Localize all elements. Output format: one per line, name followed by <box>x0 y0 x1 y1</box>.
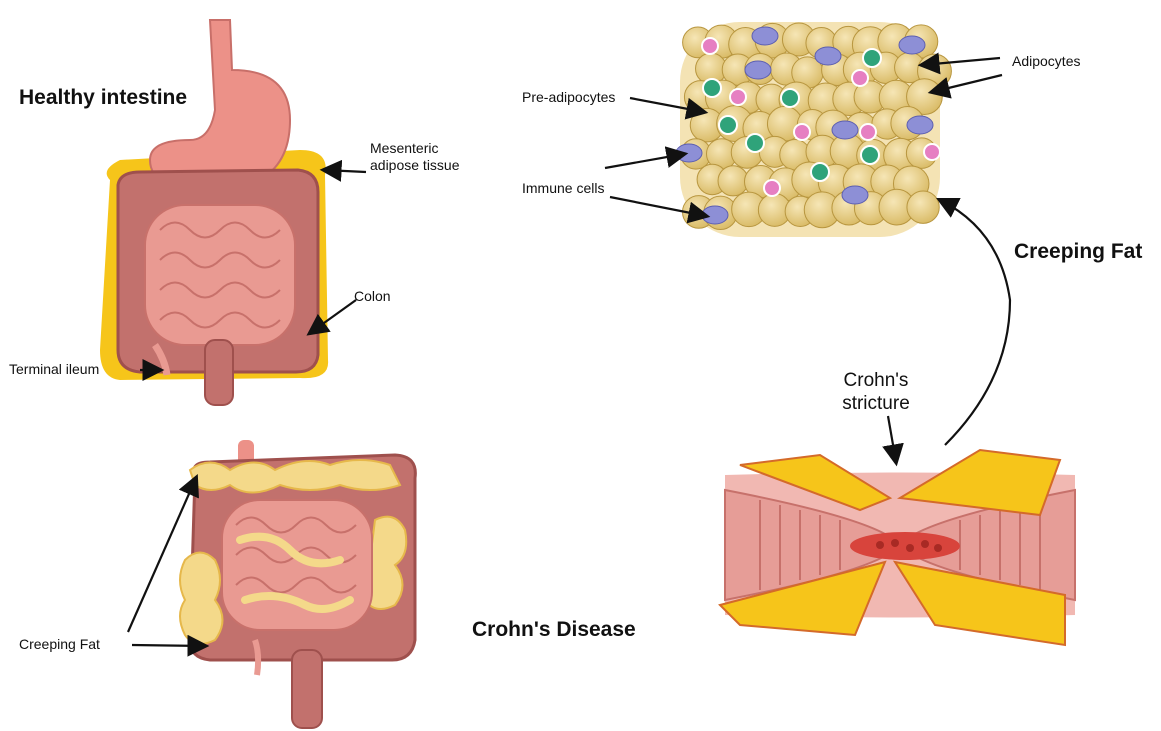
immune-cell <box>745 61 771 79</box>
creeping-fat-left-label: Creeping Fat <box>19 636 100 653</box>
immune-cell <box>702 38 718 54</box>
arrow-immune-1 <box>605 154 684 168</box>
immune-cell <box>860 124 876 140</box>
adipocyte-cell <box>718 166 748 196</box>
pre-adipocyte-cell <box>719 116 737 134</box>
colon-label: Colon <box>354 288 391 305</box>
immune-cell <box>907 116 933 134</box>
pre-adipocyte-cell <box>746 134 764 152</box>
adipocyte-cell <box>907 191 939 223</box>
crohns-stricture-label-line2: stricture <box>826 393 926 415</box>
immune-cells-label: Immune cells <box>522 180 604 197</box>
immune-cell <box>899 36 925 54</box>
crohns-intestine-illustration <box>180 440 415 728</box>
pre-adipocyte-cell <box>861 146 879 164</box>
crohns-disease-title: Crohn's Disease <box>472 618 636 642</box>
arrow-mesenteric <box>324 170 366 172</box>
immune-cell <box>842 186 868 204</box>
immune-cell <box>764 180 780 196</box>
mesenteric-label-line1: Mesenteric <box>370 140 438 157</box>
creeping-fat-right-label: Creeping Fat <box>1014 240 1142 264</box>
immune-cell <box>815 47 841 65</box>
immune-cell <box>832 121 858 139</box>
arrow-creeping-fat-left-2 <box>132 645 205 646</box>
healthy-intestine-title: Healthy intestine <box>19 86 187 110</box>
immune-cell <box>852 70 868 86</box>
crohns-stricture-illustration <box>720 450 1075 645</box>
mesenteric-label-line2: adipose tissue <box>370 157 460 174</box>
pre-adipocyte-cell <box>703 79 721 97</box>
pre-adipocyte-cell <box>863 49 881 67</box>
immune-cell <box>752 27 778 45</box>
immune-cell <box>924 144 940 160</box>
adipocytes-label: Adipocytes <box>1012 53 1080 70</box>
arrow-creeping-fat-curve <box>940 200 1010 445</box>
adipose-tissue-cluster <box>676 22 951 237</box>
healthy-intestine-illustration <box>100 20 328 405</box>
terminal-ileum-label: Terminal ileum <box>9 361 99 378</box>
pre-adipocytes-label: Pre-adipocytes <box>522 89 615 106</box>
pre-adipocyte-cell <box>781 89 799 107</box>
immune-cell <box>730 89 746 105</box>
arrow-stricture <box>888 416 896 462</box>
crohns-stricture-label-line1: Crohn's <box>826 370 926 392</box>
pre-adipocyte-cell <box>811 163 829 181</box>
immune-cell <box>794 124 810 140</box>
immune-cell <box>676 144 702 162</box>
